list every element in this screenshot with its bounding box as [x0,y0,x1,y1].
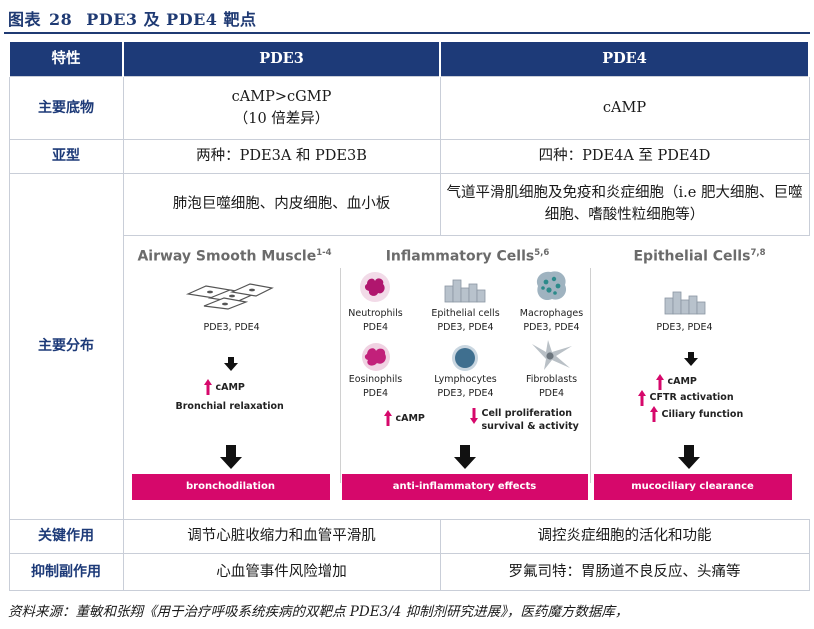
row-label-side-effect: 抑制副作用 [8,552,124,591]
epithelial-cells-icon [664,291,705,314]
row-label-effect: 关键作用 [8,518,124,554]
inflammatory-heading-text: Inflammatory Cells [385,248,535,265]
row-label-distribution: 主要分布 [8,172,124,520]
epithelial-cells-enzymes: PDE3, PDE4 [437,321,494,333]
airway-heading-ref: 1-4 [316,247,332,258]
figure-label: 图表 [8,10,42,29]
neutrophil-icon [359,271,390,302]
epithelial-column: Epithelial Cells7,8 PDE3, PDE4 cAMP CFTR… [593,242,792,512]
macrophage-icon [536,270,566,300]
pde3-substrate-line2: （10 倍差异） [233,110,330,127]
lymphocytes-name: Lymphocytes [434,373,497,385]
epithelial-camp: cAMP [667,375,697,387]
fibroblasts-enzymes: PDE4 [538,387,565,399]
airway-heading-text: Airway Smooth Muscle [137,248,317,265]
cell-pde3-effect: 调节心脏收缩力和血管平滑肌 [122,518,441,554]
epithelial-heading-text: Epithelial Cells [633,248,751,265]
figure-title: 图表 28 PDE3 及 PDE4 靶点 [8,6,256,32]
smooth-muscle-icon [185,282,274,310]
airway-heading: Airway Smooth Muscle1-4 [132,242,338,268]
down-arrow-big-icon [677,444,700,469]
lymphocytes-enzymes: PDE3, PDE4 [437,387,494,399]
down-arrow-icon [223,356,238,371]
fibroblasts-name: Fibroblasts [525,373,578,385]
up-arrow-icon [649,405,658,422]
source-note: 资料来源：董敏和张翔《用于治疗呼吸系统疾病的双靶点 PDE3/4 抑制剂研究进展… [8,604,629,620]
cftr-activation: CFTR activation [649,391,734,403]
down-arrow-big-icon [453,444,476,469]
table-row-subtype: 亚型 两种：PDE3A 和 PDE3B 四种：PDE4A 至 PDE4D [8,138,810,174]
table-row-distribution: 主要分布 肺泡巨噬细胞、内皮细胞、血小板 气道平滑肌细胞及免疫和炎症细胞（i.e… [8,172,810,520]
ciliary-function: Ciliary function [661,408,744,420]
column-divider [589,267,591,483]
inflammatory-heading: Inflammatory Cells5,6 [344,242,588,268]
cell-pde4-distribution: 气道平滑肌细胞及免疫和炎症细胞（i.e 肥大细胞、巨噬细胞、嗜酸性粒细胞等） [439,172,810,236]
epithelial-cells-icon [444,279,485,302]
airway-enzymes: PDE3, PDE4 [203,321,260,333]
mucociliary-bar: mucociliary clearance [593,473,792,500]
epithelial-heading-ref: 7,8 [750,247,766,258]
macrophages-name: Macrophages [519,307,584,319]
up-arrow-icon [655,373,664,390]
down-arrow-pink-icon [469,407,478,424]
cell-pde4-substrate: cAMP [439,75,810,140]
eosinophil-icon [361,342,390,371]
down-arrow-icon [683,351,698,366]
neutrophils-name: Neutrophils [348,307,403,319]
up-arrow-icon [637,389,646,406]
header-feature: 特性 [8,42,124,76]
cell-pde3-distribution: 肺泡巨噬细胞、内皮细胞、血小板 [122,172,441,236]
pde3-substrate-line1: cAMP>cGMP [231,88,332,105]
row-label-subtype: 亚型 [8,138,124,174]
table-row-substrate: 主要底物 cAMP>cGMP （10 倍差异） cAMP [8,75,810,140]
down-arrow-big-icon [219,444,242,469]
inflammatory-camp: cAMP [395,412,425,424]
inflammatory-heading-ref: 5,6 [534,247,550,258]
cell-pde4-side-effect: 罗氟司特：胃肠道不良反应、头痛等 [439,552,810,591]
fibroblast-icon [531,339,572,370]
up-arrow-icon [203,378,212,395]
airway-relaxation: Bronchial relaxation [175,400,284,412]
proliferation-line2: survival & activity [481,420,579,432]
table-row-effect: 关键作用 调节心脏收缩力和血管平滑肌 调控炎症细胞的活化和功能 [8,518,810,554]
eosinophils-enzymes: PDE4 [362,387,389,399]
header-pde4: PDE4 [439,42,810,76]
title-rule [4,32,810,34]
cell-pde3-subtype: 两种：PDE3A 和 PDE3B [122,138,441,174]
figure-title-text: PDE3 及 PDE4 靶点 [86,10,257,29]
proliferation-line1: Cell proliferation [481,407,573,419]
inflammatory-column: Inflammatory Cells5,6 Neutrophils PDE4 E… [341,242,588,512]
cell-pde3-substrate: cAMP>cGMP （10 倍差异） [122,75,441,140]
neutrophils-enzymes: PDE4 [362,321,389,333]
figure-number: 28 [49,10,73,29]
column-divider [339,267,341,483]
airway-column: Airway Smooth Muscle1-4 PDE3, PDE4 cA [131,242,338,512]
bronchodilation-bar: bronchodilation [131,473,330,500]
eosinophils-name: Eosinophils [348,373,403,385]
up-arrow-icon [383,409,392,426]
macrophages-enzymes: PDE3, PDE4 [523,321,580,333]
table-header-row: 特性 PDE3 PDE4 [8,42,810,76]
comparison-table: 特性 PDE3 PDE4 主要底物 cAMP>cGMP （10 倍差异） cAM… [8,42,810,591]
epithelial-cells-name: Epithelial cells [431,307,500,319]
airway-camp: cAMP [215,381,245,393]
epithelial-enzymes: PDE3, PDE4 [656,321,713,333]
epithelial-heading: Epithelial Cells7,8 [594,242,792,268]
cell-pde4-effect: 调控炎症细胞的活化和功能 [439,518,810,554]
illustration-cell: Airway Smooth Muscle1-4 PDE3, PDE4 cA [122,234,810,520]
cell-pde3-side-effect: 心血管事件风险增加 [122,552,441,591]
header-pde3: PDE3 [122,42,441,76]
anti-inflammatory-bar: anti-inflammatory effects [341,473,588,500]
lymphocyte-icon [451,344,478,371]
table-row-illustration: Airway Smooth Muscle1-4 PDE3, PDE4 cA [9,234,810,520]
table-row-side-effect: 抑制副作用 心血管事件风险增加 罗氟司特：胃肠道不良反应、头痛等 [8,552,810,591]
row-label-substrate: 主要底物 [8,75,124,140]
cell-pde4-subtype: 四种：PDE4A 至 PDE4D [439,138,810,174]
pde-distribution-illustration: Airway Smooth Muscle1-4 PDE3, PDE4 cA [123,235,810,519]
